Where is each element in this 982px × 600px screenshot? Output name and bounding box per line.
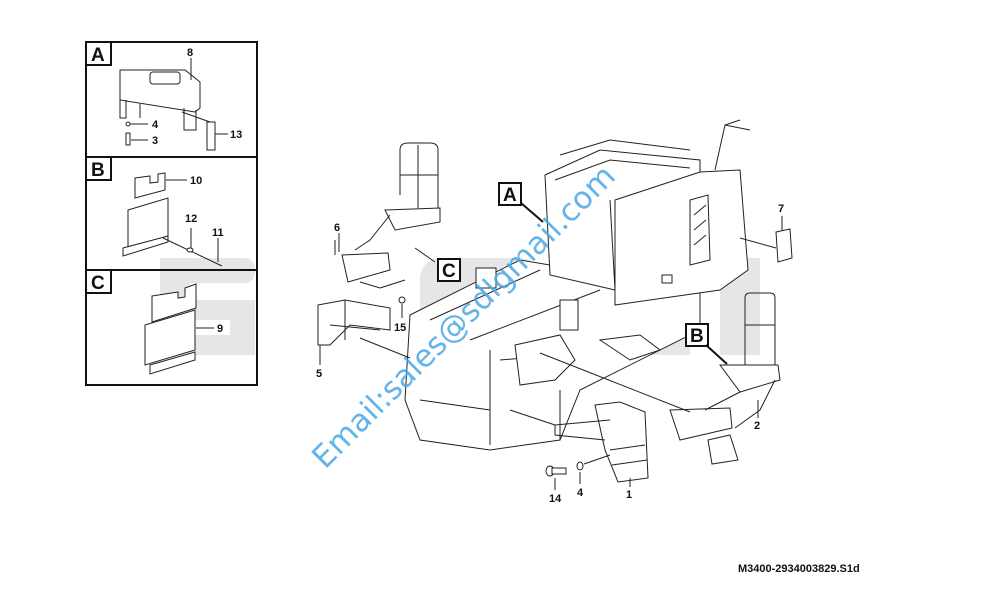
panel-b: B 10 12 11 — [85, 156, 224, 267]
callout-9: 9 — [217, 323, 223, 335]
callout-2: 2 — [754, 420, 760, 432]
step-ladder-c — [334, 142, 441, 318]
callout-4: 4 — [152, 119, 159, 131]
callout-11: 11 — [212, 227, 224, 239]
drawing-code: M3400-2934003829.S1d — [738, 563, 860, 575]
cab-assembly — [544, 119, 793, 306]
callout-5: 5 — [316, 368, 322, 380]
label-c: C — [442, 261, 456, 282]
callout-15: 15 — [394, 322, 406, 334]
panel-a: A 8 4 3 13 — [85, 41, 242, 151]
panel-a-letter: A — [91, 45, 105, 66]
callout-7: 7 — [778, 203, 784, 215]
callout-1: 1 — [626, 489, 632, 501]
step-ladder-b — [539, 292, 781, 465]
callout-box-c: C — [437, 258, 461, 282]
callout-12: 12 — [185, 213, 197, 225]
callout-6: 6 — [334, 222, 340, 234]
panel-c-letter: C — [91, 273, 105, 294]
callout-box-a: A — [498, 182, 544, 223]
callout-10: 10 — [190, 175, 202, 187]
callout-box-b: B — [685, 323, 728, 365]
panel-b-letter: B — [91, 160, 105, 181]
callout-4-main: 4 — [577, 487, 584, 499]
label-b: B — [690, 326, 704, 347]
panel-c: C 9 — [85, 269, 223, 375]
callout-8: 8 — [187, 47, 193, 59]
detail-panel: A 8 4 3 13 B — [85, 41, 258, 386]
step-1 — [509, 401, 649, 490]
callout-14: 14 — [549, 493, 562, 505]
label-a: A — [503, 185, 517, 206]
callout-3: 3 — [152, 135, 158, 147]
step-5 — [317, 299, 411, 365]
callout-13: 13 — [230, 129, 242, 141]
